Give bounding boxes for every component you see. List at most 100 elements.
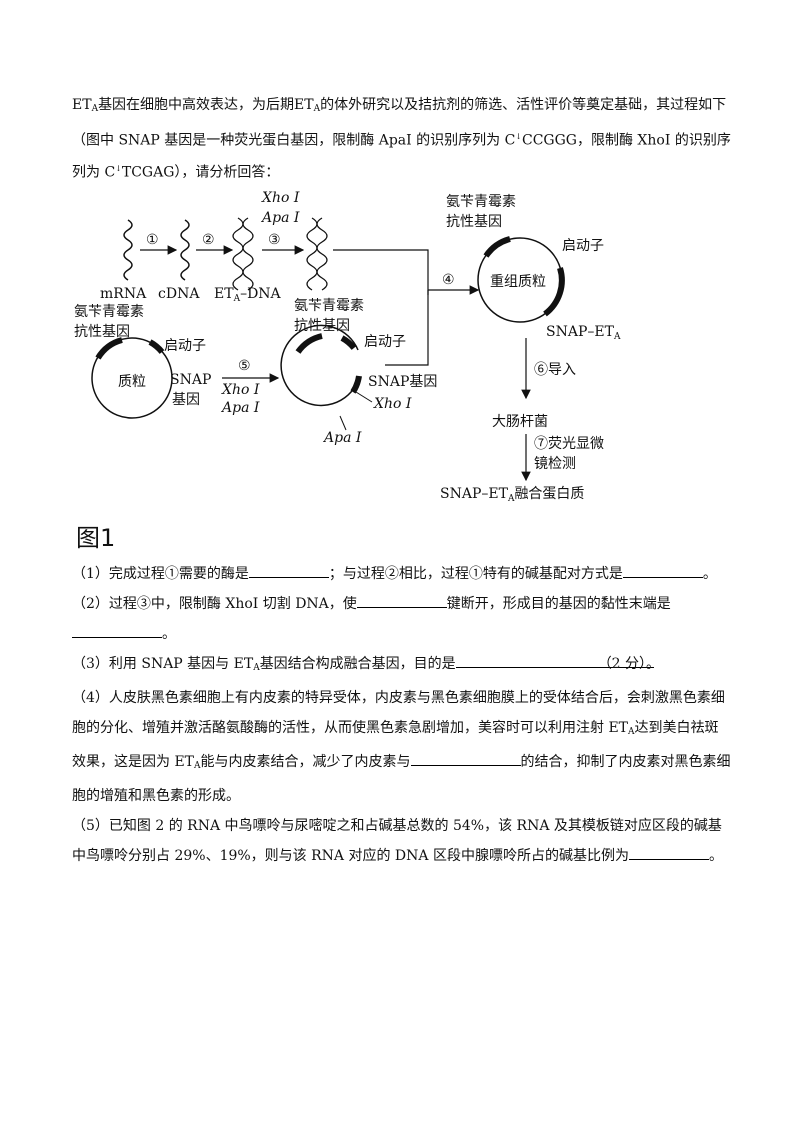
answer-blank[interactable] — [628, 843, 709, 860]
text-run: （5）已知图 2 的 RNA 中鸟嘌呤与尿嘧啶之和占碱基总数的 54%，该 RN… — [72, 818, 722, 864]
opened-promoter-label: 启动子 — [364, 334, 406, 350]
text-run: 的体外研究以及拮抗剂的筛选、活性评价等奠定基础，其过程如下（图中 SNAP 基因… — [72, 97, 727, 149]
apa-site-label: Apa Ⅰ — [322, 430, 362, 446]
step3-label: ③ — [268, 232, 281, 248]
text-run: （4）人皮肤黑色素细胞上有内皮素的特异受体，内皮素与黑色素细胞膜上的受体结合后，… — [72, 690, 725, 736]
text-run: A — [91, 104, 99, 114]
answer-blank[interactable] — [356, 591, 447, 608]
text-run: 。 — [646, 656, 661, 672]
text-run: 键断开，形成目的基因的黏性末端是 — [446, 596, 671, 612]
figure-text: A — [507, 494, 515, 504]
eta-dna-helix — [232, 217, 254, 291]
figure-stroke — [232, 217, 244, 291]
plasmid-amp-label1: 氨苄青霉素 — [74, 304, 144, 320]
step5-label: ⑤ — [238, 358, 251, 374]
recomb-amp-label2: 抗性基因 — [446, 213, 502, 230]
step2-label: ② — [202, 232, 215, 248]
connector-bottom — [385, 290, 429, 366]
apa-step5-label: Apa Ⅰ — [220, 400, 260, 416]
cut-dna-helix — [306, 217, 328, 291]
question-5: （5）已知图 2 的 RNA 中鸟嘌呤与尿嘧啶之和占碱基总数的 54%，该 RN… — [72, 811, 732, 871]
answer-blank[interactable] — [248, 561, 329, 578]
apa-top-label: Apa Ⅰ — [260, 210, 300, 226]
cdna-label: cDNA — [158, 286, 200, 302]
text-run: 基因结合构成融合基因，目的是 — [259, 656, 456, 672]
step4-label: ④ — [442, 272, 455, 288]
plasmid-amp-gene — [95, 337, 123, 360]
opened-promoter — [340, 335, 357, 350]
answer-blank[interactable] — [72, 621, 162, 638]
opened-amp-gene — [295, 333, 323, 354]
step7-label-a: ⑦荧光显微 — [534, 435, 604, 452]
text-run: 能与内皮素结合，减少了内皮素与 — [200, 754, 411, 770]
figure-text: SNAP–ET — [440, 486, 509, 502]
plasmid-snap-label2: 基因 — [172, 391, 200, 408]
plasmid-amp-label2: 抗性基因 — [74, 323, 130, 340]
mrna-label: mRNA — [100, 286, 147, 302]
text-run: ET — [72, 97, 92, 113]
question-2: （2）过程③中，限制酶 XhoI 切割 DNA，使键断开，形成目的基因的黏性末端… — [72, 589, 732, 649]
score-label: （2 分） — [597, 656, 647, 672]
ecoli-label: 大肠杆菌 — [492, 414, 548, 430]
step6-label: ⑥导入 — [534, 362, 576, 378]
snap-eta-label: SNAP–ETA — [546, 324, 621, 342]
plasmid-promoter-label: 启动子 — [164, 338, 206, 354]
text-run: TCGAG），请分析回答： — [121, 164, 280, 181]
recomb-promoter-label: 启动子 — [562, 238, 604, 254]
step1-label: ① — [146, 232, 159, 248]
text-run: A — [628, 727, 635, 737]
opened-plasmid — [280, 324, 359, 407]
answer-blank[interactable] — [410, 749, 521, 766]
snap-gene-label: SNAP基因 — [368, 373, 437, 390]
text-run: ↓ — [515, 132, 522, 141]
figure-text: A — [233, 294, 241, 304]
step7-label-b: 镜检测 — [534, 456, 576, 472]
recomb-amp-label1: 氨苄青霉素 — [446, 194, 516, 210]
xho-step5-label: Xho Ⅰ — [221, 382, 260, 398]
answer-blank[interactable] — [622, 561, 703, 578]
text-run: 的结合，抑制了内皮素对黑色素细胞的增殖和黑色素的形成。 — [72, 754, 731, 804]
text-run: A — [253, 663, 260, 673]
figure-text: –DNA — [240, 286, 281, 302]
plasmid — [91, 337, 173, 419]
text-run: 达到美白祛斑效果，这是因为 ET — [72, 720, 719, 770]
plasmid-label: 质粒 — [118, 374, 146, 390]
intro-paragraph: ETA基因在细胞中高效表达，为后期ETA的体外研究以及拮抗剂的筛选、活性评价等奠… — [72, 92, 732, 186]
figure-title: 图1 — [76, 524, 116, 552]
plasmid-promoter — [148, 339, 165, 354]
text-run: ；与过程②相比，过程①特有的碱基配对方式是 — [328, 566, 623, 582]
figure-stroke — [355, 391, 373, 403]
opened-amp-label2: 抗性基因 — [294, 317, 350, 334]
question-4: （4）人皮肤黑色素细胞上有内皮素的特异受体，内皮素与黑色素细胞膜上的受体结合后，… — [72, 683, 732, 811]
text-run: A — [194, 761, 201, 771]
figure-text: 融合蛋白质 — [514, 486, 584, 502]
opened-snap-gene — [350, 375, 362, 394]
figure-text: A — [613, 332, 621, 342]
question-3: （3）利用 SNAP 基因与 ETA基因结合构成融合基因，目的是 （2 分）。 — [72, 649, 732, 683]
figure-text: ET — [214, 286, 234, 302]
recomb-amp-gene — [483, 236, 511, 258]
mrna-strand — [123, 219, 133, 281]
figure-stroke — [242, 217, 254, 291]
figure-stroke — [339, 415, 347, 431]
question-list: （1）完成过程①需要的酶是；与过程②相比，过程①特有的碱基配对方式是。 （2）过… — [72, 559, 732, 871]
figure-stroke — [306, 217, 318, 291]
xho-top-label: Xho Ⅰ — [261, 190, 300, 206]
text-run: 。 — [702, 566, 717, 582]
opened-amp-label1: 氨苄青霉素 — [294, 298, 364, 314]
figure-stroke — [316, 217, 328, 291]
fusion-protein-label: SNAP–ETA融合蛋白质 — [440, 486, 584, 504]
text-run: 基因在细胞中高效表达，为后期ET — [98, 97, 314, 113]
answer-blank[interactable] — [455, 651, 654, 668]
recomb-snap-eta-gene — [543, 267, 565, 317]
process-diagram: ① ② ③ Xho Ⅰ Apa Ⅰ mRNA cDNA ETA–DNA ④ 重组… — [74, 190, 621, 504]
text-run: 。 — [162, 626, 176, 642]
eta-dna-label: ETA–DNA — [214, 286, 282, 304]
text-run: 。 — [708, 848, 723, 864]
text-run: （1）完成过程①需要的酶是 — [72, 566, 249, 582]
text-run: CCGGG，限制酶 XhoI 的识别序列为 C — [72, 132, 731, 181]
text-run: A — [313, 104, 321, 114]
question-1: （1）完成过程①需要的酶是 ；与过程②相比，过程①特有的碱基配对方式是 。 — [72, 559, 732, 589]
text-run: （3）利用 SNAP 基因与 ET — [72, 656, 254, 672]
figure-text: SNAP–ET — [546, 324, 615, 340]
